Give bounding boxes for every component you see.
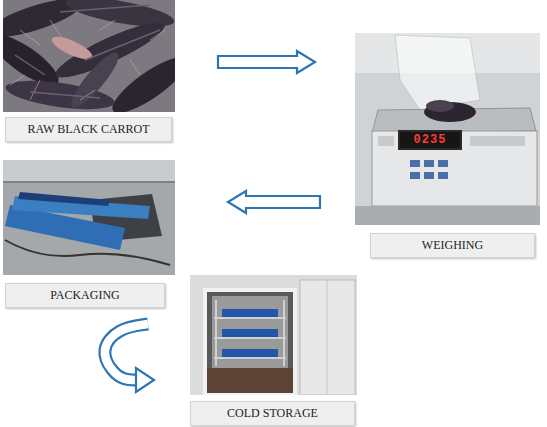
heat-sealer-handle <box>18 192 110 206</box>
carrot <box>66 47 125 112</box>
arrow-fill <box>105 324 148 380</box>
shelf <box>214 357 286 359</box>
scale-body <box>372 131 537 206</box>
photo-ground <box>3 160 175 275</box>
cold-storage-photo <box>190 275 357 395</box>
floor <box>205 368 295 395</box>
panel-seam <box>327 280 328 395</box>
scale-button <box>424 172 434 179</box>
arrow-shape <box>228 191 320 213</box>
flow-arrow <box>218 51 315 73</box>
room-wall <box>212 296 288 368</box>
packaging-photo <box>3 160 175 275</box>
bagged-carrot <box>426 100 454 112</box>
table <box>355 206 540 225</box>
scale-button <box>424 160 434 167</box>
crate <box>222 309 278 317</box>
display-frame <box>398 130 462 150</box>
crate <box>222 349 278 357</box>
crate <box>222 329 278 337</box>
carrot-highlight <box>15 5 160 98</box>
door-frame <box>205 290 295 395</box>
scale-badge <box>378 136 394 146</box>
flow-arrow <box>228 191 320 213</box>
scale-button <box>438 172 448 179</box>
arrow-outline <box>105 324 148 380</box>
step-caption: WEIGHING <box>370 233 535 258</box>
process-step: COLD STORAGE <box>190 275 357 426</box>
root-hairs <box>10 20 165 100</box>
door-opening <box>205 290 295 395</box>
scale-button <box>410 160 420 167</box>
process-step: PACKAGING <box>3 160 175 308</box>
process-step: RAW BLACK CARROT <box>3 0 175 142</box>
step-caption: PACKAGING <box>5 283 165 308</box>
arrow-head <box>136 368 154 392</box>
photo-ground <box>190 275 357 395</box>
scale-reading: 0235 <box>400 132 460 148</box>
shelf-post <box>215 300 217 366</box>
flow-arrow <box>105 324 154 392</box>
shelf <box>214 317 286 319</box>
shelf-post <box>283 300 285 366</box>
scale-button <box>438 160 448 167</box>
scale-photo <box>355 33 540 225</box>
scale-button <box>410 172 420 179</box>
plastic-bag <box>395 35 480 110</box>
step-caption: RAW BLACK CARROT <box>5 117 172 142</box>
wall <box>3 160 175 182</box>
wall-panel <box>300 280 355 395</box>
cable <box>5 240 170 265</box>
shelf <box>214 337 286 339</box>
step-caption: COLD STORAGE <box>190 401 355 426</box>
table-edge <box>3 181 175 183</box>
arrow-shape <box>218 51 315 73</box>
carrot-photo <box>3 0 175 112</box>
scale-badge <box>470 136 525 146</box>
photo-ground <box>355 33 540 225</box>
